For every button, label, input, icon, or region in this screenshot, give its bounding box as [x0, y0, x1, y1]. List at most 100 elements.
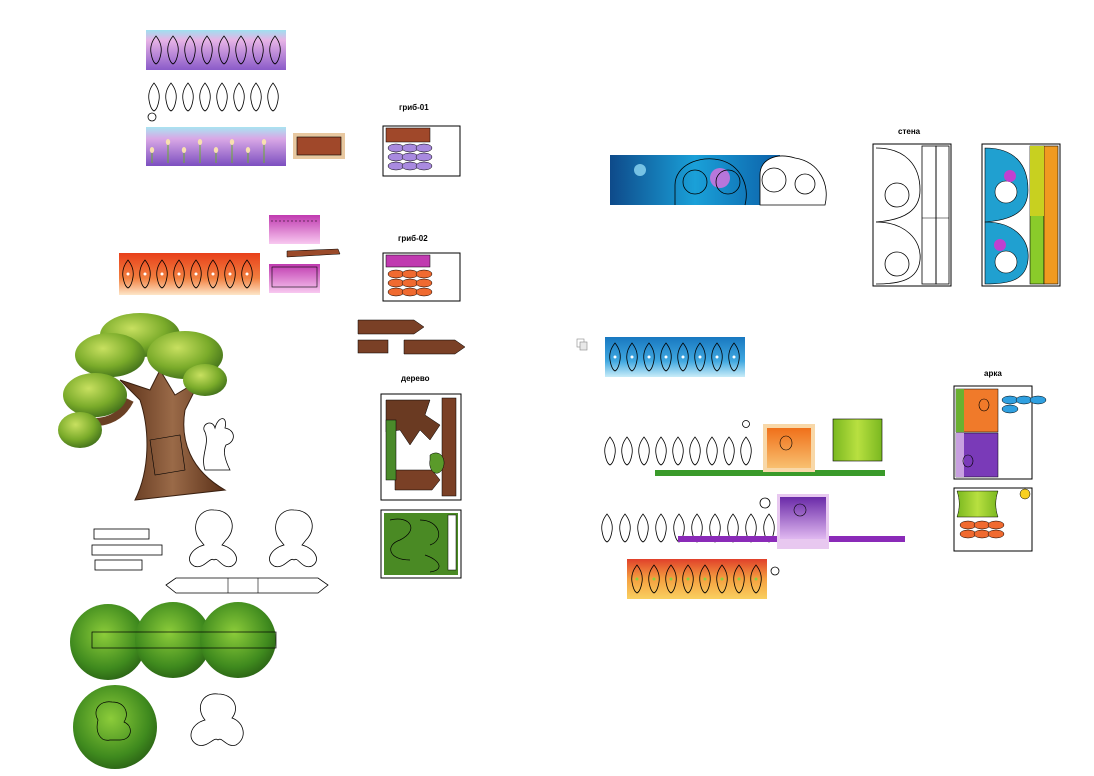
wall-arch-outline: [674, 155, 827, 206]
petal-piece: [387, 278, 405, 288]
petal-shape-icon: [148, 82, 160, 112]
petal-dot: [635, 577, 639, 581]
orange-box: [763, 424, 815, 472]
petal-piece: [415, 161, 433, 171]
blue-strip: [605, 337, 745, 377]
petal-shape-icon: [199, 82, 211, 112]
petal-piece: [401, 269, 419, 279]
tree-icon: [58, 313, 227, 501]
petal-shape-icon: [689, 436, 701, 466]
wood-plank-thin: [286, 248, 341, 258]
petal-piece: [959, 529, 977, 539]
tree-stand-cutout-1: [189, 509, 237, 568]
label-arch: арка: [984, 369, 1002, 378]
petal-piece: [387, 152, 405, 162]
cutout-rectangles: [91, 528, 163, 571]
petal-dot: [613, 355, 617, 359]
petal-shape-icon: [655, 436, 667, 466]
outline-petal-row-2: [604, 436, 752, 466]
lime-box: [832, 418, 883, 462]
orange-strip: [119, 253, 260, 295]
petal-dot: [669, 577, 673, 581]
sheet-tree-leaves: [380, 509, 462, 579]
tree-branch-cutout: [203, 418, 234, 471]
petal-dot: [737, 577, 741, 581]
tulip-flower: [165, 139, 171, 145]
tulip-flower: [213, 147, 219, 153]
petal-shape-icon: [740, 436, 752, 466]
petal-dot: [160, 272, 164, 276]
petal-piece: [415, 143, 433, 153]
bush-stand-cutout: [190, 693, 244, 746]
petal-shape-icon: [233, 82, 245, 112]
petal-piece: [1001, 395, 1019, 405]
petal-shape-icon: [604, 436, 616, 466]
petal-dot: [703, 577, 707, 581]
circle-marker-icon: [770, 566, 780, 576]
petal-piece: [387, 269, 405, 279]
circle-marker-icon: [742, 420, 750, 428]
orange-strip-bottom: [627, 559, 767, 599]
magenta-box: [269, 264, 320, 293]
sheet-arch-1: [953, 385, 1047, 480]
grass-strip-icon: [655, 470, 885, 476]
petal-piece: [387, 143, 405, 153]
petal-dot: [194, 272, 198, 276]
wood-plank-group: [357, 319, 466, 355]
lavender-strip-top: [146, 30, 286, 70]
petal-piece: [415, 269, 433, 279]
sheet-wall-outline: [872, 143, 952, 287]
petal-piece: [401, 161, 419, 171]
petal-piece: [1001, 404, 1019, 414]
petal-shape-icon: [216, 82, 228, 112]
label-tree: дерево: [401, 374, 430, 383]
tulip-flower: [245, 147, 251, 153]
tulip-flower: [181, 147, 187, 153]
page-copy-icon[interactable]: [576, 338, 588, 351]
petal-piece: [401, 278, 419, 288]
petal-piece: [1029, 395, 1047, 405]
petal-dot: [686, 577, 690, 581]
petal-shape-icon: [619, 513, 631, 543]
petal-piece: [401, 287, 419, 297]
petal-piece: [415, 152, 433, 162]
circle-marker-icon: [759, 497, 771, 509]
tulip-flower: [197, 139, 203, 145]
wood-base-cutout: [165, 577, 329, 594]
tree-stand-cutout-2: [269, 509, 317, 568]
bush-small-icon: [73, 685, 157, 769]
petal-shape-icon: [637, 513, 649, 543]
label-wall: стена: [898, 127, 921, 136]
petal-dot: [143, 272, 147, 276]
petal-piece: [959, 520, 977, 530]
petal-piece: [973, 520, 991, 530]
petal-dot: [126, 272, 130, 276]
petal-dot: [698, 355, 702, 359]
petal-dot: [630, 355, 634, 359]
petal-dot: [754, 577, 758, 581]
petal-shape-icon: [601, 513, 613, 543]
petal-shape-icon: [706, 436, 718, 466]
petal-dot: [245, 272, 249, 276]
petal-piece: [415, 287, 433, 297]
petal-shape-icon: [638, 436, 650, 466]
petal-shape-icon: [672, 436, 684, 466]
petal-dot: [732, 355, 736, 359]
petal-shape-icon: [655, 513, 667, 543]
sheet-wall-color: [981, 143, 1061, 287]
petal-dot: [715, 355, 719, 359]
petal-dot: [652, 577, 656, 581]
petal-dot: [228, 272, 232, 276]
lavender-strip-tulips: [146, 127, 286, 166]
petal-piece: [401, 143, 419, 153]
sheet-mushroom-2: [382, 252, 461, 302]
circle-marker-icon: [147, 112, 157, 122]
petal-dot: [211, 272, 215, 276]
petal-piece: [387, 287, 405, 297]
sea-panel: [610, 155, 780, 205]
petal-dot: [647, 355, 651, 359]
petal-shape-icon: [267, 82, 279, 112]
petal-shape-icon: [250, 82, 262, 112]
petal-shape-icon: [165, 82, 177, 112]
